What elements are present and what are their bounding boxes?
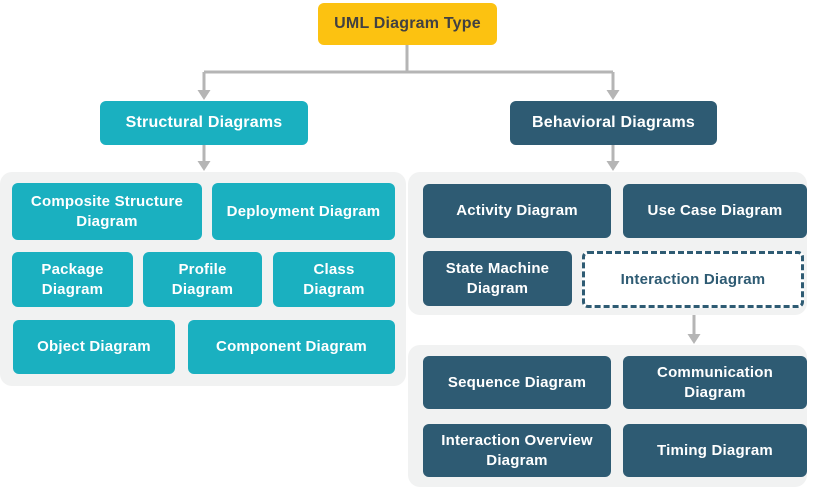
node-interaction-overview-diagram: Interaction Overview Diagram (423, 424, 611, 477)
node-state-machine-diagram: State Machine Diagram (423, 251, 572, 306)
arrowhead-structural-group (197, 161, 211, 171)
arrowhead-behavioral (606, 90, 620, 100)
node-class-diagram: Class Diagram (273, 252, 395, 307)
arrowhead-structural (197, 90, 211, 100)
node-communication-diagram: Communication Diagram (623, 356, 807, 409)
node-profile-diagram: Profile Diagram (143, 252, 262, 307)
node-sequence-diagram: Sequence Diagram (423, 356, 611, 409)
node-use-case-diagram: Use Case Diagram (623, 184, 807, 238)
node-timing-diagram: Timing Diagram (623, 424, 807, 477)
node-package-diagram: Package Diagram (12, 252, 133, 307)
arrowhead-behavioral-group (606, 161, 620, 171)
node-structural-diagrams: Structural Diagrams (100, 101, 308, 145)
node-behavioral-diagrams: Behavioral Diagrams (510, 101, 717, 145)
node-composite-structure-diagram: Composite Structure Diagram (12, 183, 202, 240)
node-uml-diagram-type: UML Diagram Type (318, 3, 497, 45)
node-interaction-diagram: Interaction Diagram (582, 251, 804, 308)
arrowhead-interaction-group (687, 334, 701, 344)
node-object-diagram: Object Diagram (13, 320, 175, 374)
node-activity-diagram: Activity Diagram (423, 184, 611, 238)
node-component-diagram: Component Diagram (188, 320, 395, 374)
node-deployment-diagram: Deployment Diagram (212, 183, 395, 240)
